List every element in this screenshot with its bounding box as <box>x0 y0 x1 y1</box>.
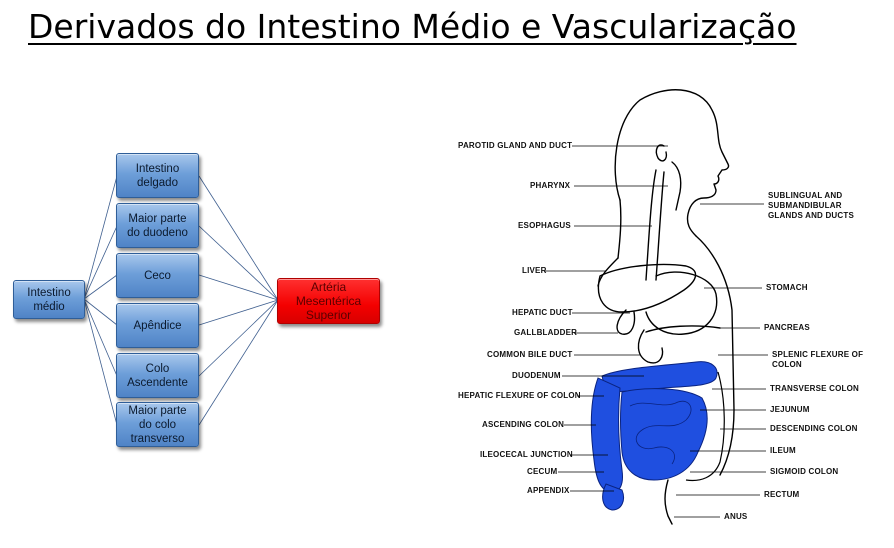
label-parotid-gland: PAROTID GLAND AND DUCT <box>458 141 573 150</box>
pancreas <box>645 325 721 333</box>
label-liver: LIVER <box>522 266 547 275</box>
node-label: Maior parte do duodeno <box>127 212 188 239</box>
label-splenic-flexure: SPLENIC FLEXURE OF COLON <box>772 350 872 370</box>
label-rectum: RECTUM <box>764 490 800 499</box>
node-arteria-mesenterica: Artéria Mesentérica Superior <box>277 278 380 324</box>
node-apendice: Apêndice <box>116 303 199 348</box>
stomach <box>645 271 718 335</box>
ear <box>655 144 668 162</box>
node-label: Colo Ascendente <box>127 362 188 389</box>
node-label: Maior parte do colo transverso <box>128 404 187 445</box>
neck-back <box>617 199 622 259</box>
label-ileocecal-junction: ILEOCECAL JUNCTION <box>480 450 573 459</box>
label-anus: ANUS <box>724 512 748 521</box>
node-label: Artéria Mesentérica Superior <box>295 280 362 322</box>
label-duodenum: DUODENUM <box>512 371 561 380</box>
torso-outline <box>695 235 735 476</box>
node-intestino-delgado: Intestino delgado <box>116 153 199 198</box>
node-label: Ceco <box>144 269 171 282</box>
link-child-6-artery <box>198 299 279 426</box>
ileum-loops <box>629 400 692 465</box>
esophagus-right <box>655 171 665 281</box>
label-esophagus: ESOPHAGUS <box>518 221 571 230</box>
link-child-5-artery <box>198 299 279 377</box>
node-intestino-medio: Intestino médio <box>13 280 85 319</box>
small-intestine <box>620 388 708 481</box>
rectum <box>664 479 673 525</box>
node-label: Intestino médio <box>27 286 71 313</box>
link-root-child-2 <box>83 225 118 300</box>
digestive-system-illustration <box>590 89 735 525</box>
label-pharynx: PHARYNX <box>530 181 571 190</box>
label-transverse-colon: TRANSVERSE COLON <box>770 384 859 393</box>
gallbladder <box>616 309 636 335</box>
label-gallbladder: GALLBLADDER <box>514 328 578 337</box>
node-colo-ascendente: Colo Ascendente <box>116 353 199 398</box>
page-title: Derivados do Intestino Médio e Vasculari… <box>28 7 797 46</box>
label-appendix: APPENDIX <box>527 486 570 495</box>
label-text: SUBLINGUAL AND SUBMANDIBULAR GLANDS AND … <box>768 191 855 220</box>
label-pancreas: PANCREAS <box>764 323 810 332</box>
node-maior-parte-duodeno: Maior parte do duodeno <box>116 203 199 248</box>
label-jejunum: JEJUNUM <box>770 405 810 414</box>
label-sublingual-glands: SUBLINGUAL AND SUBMANDIBULAR GLANDS AND … <box>768 191 878 221</box>
label-descending-colon: DESCENDING COLON <box>770 424 858 433</box>
label-stomach: STOMACH <box>766 283 808 292</box>
label-cecum: CECUM <box>527 467 558 476</box>
label-common-bile-duct: COMMON BILE DUCT <box>487 350 573 359</box>
esophagus-left <box>645 169 657 281</box>
descending-colon <box>685 371 725 482</box>
link-root-child-6 <box>83 298 118 426</box>
duodenum <box>637 329 664 364</box>
label-text: SPLENIC FLEXURE OF COLON <box>772 350 864 369</box>
label-sigmoid-colon: SIGMOID COLON <box>770 467 839 476</box>
head-outline <box>614 89 730 237</box>
node-colo-transverso: Maior parte do colo transverso <box>116 402 199 447</box>
node-label: Apêndice <box>133 319 182 332</box>
link-child-4-artery <box>198 299 279 326</box>
link-root-child-1 <box>83 175 118 300</box>
liver <box>597 263 697 313</box>
label-hepatic-duct: HEPATIC DUCT <box>512 308 573 317</box>
label-ileum: ILEUM <box>770 446 796 455</box>
cecum-appendix <box>602 483 625 511</box>
node-label: Intestino delgado <box>135 162 180 189</box>
link-root-child-3 <box>83 274 118 300</box>
link-root-child-5 <box>83 298 118 377</box>
link-child-3-artery <box>198 274 279 301</box>
label-hepatic-flexure: HEPATIC FLEXURE OF COLON <box>458 391 581 400</box>
link-root-child-4 <box>83 298 118 326</box>
link-child-2-artery <box>198 225 279 301</box>
label-ascending-colon: ASCENDING COLON <box>482 420 565 429</box>
link-child-1-artery <box>198 175 279 301</box>
pharynx <box>671 161 682 211</box>
node-ceco: Ceco <box>116 253 199 298</box>
